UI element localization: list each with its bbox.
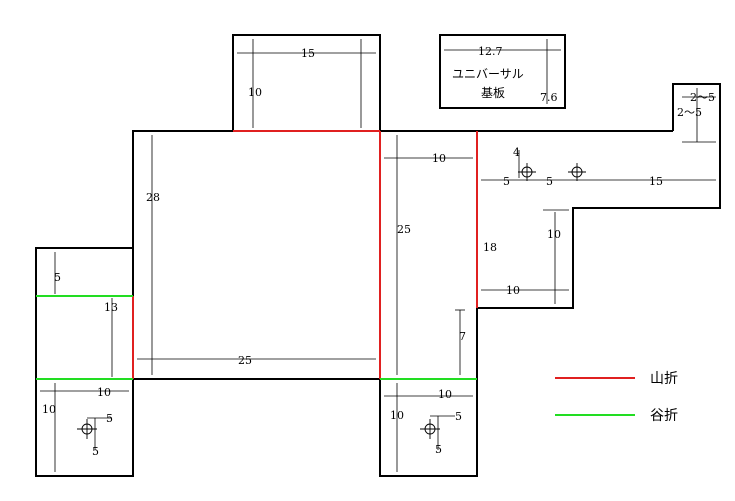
dim-right-bottom-height: 10 bbox=[390, 409, 404, 422]
dim-right-wing-step: 10 bbox=[547, 228, 561, 241]
dim-main-width: 25 bbox=[238, 354, 252, 367]
dim-right-bottom-width: 10 bbox=[438, 388, 452, 401]
dim-corner-b: 2〜5 bbox=[677, 106, 702, 119]
dim-right-wing-height: 18 bbox=[483, 241, 497, 254]
legend: 山折 谷折 bbox=[555, 371, 678, 424]
hole-icon bbox=[518, 163, 536, 181]
legend-mountain-label: 山折 bbox=[650, 371, 678, 387]
board-title-line1: ユニバーサル bbox=[452, 67, 524, 81]
dim-main-height: 28 bbox=[146, 191, 160, 204]
left-flap-outline bbox=[35, 247, 134, 477]
dim-right-wing-bottom: 10 bbox=[506, 284, 520, 297]
dim-right-hole-y: 5 bbox=[435, 443, 442, 456]
holes bbox=[77, 163, 586, 439]
dim-hole-gap-b: 5 bbox=[546, 175, 553, 188]
top-flap-outline bbox=[232, 34, 381, 131]
dim-left-hole-x: 5 bbox=[106, 412, 113, 425]
hole-icon bbox=[420, 419, 440, 439]
universal-board: 12.7 7.6 ユニバーサル 基板 bbox=[452, 45, 558, 104]
outline bbox=[35, 34, 721, 477]
mountain-folds bbox=[132, 130, 478, 379]
main-body-outline bbox=[132, 130, 380, 380]
dim-left-flap-mid: 13 bbox=[104, 301, 118, 314]
board-title-line2: 基板 bbox=[481, 86, 505, 100]
dimension-lines bbox=[40, 39, 716, 472]
dim-left-bottom-width: 10 bbox=[97, 386, 111, 399]
right-wing-outline bbox=[476, 83, 721, 379]
dim-corner-a: 2〜5 bbox=[690, 91, 715, 104]
dim-hole-row-top: 4 bbox=[513, 146, 520, 159]
dim-left-bottom-height: 10 bbox=[42, 403, 56, 416]
board-height-dim: 7.6 bbox=[540, 91, 558, 104]
dim-right-panel-lower: 7 bbox=[459, 330, 466, 343]
dim-left-flap-top: 5 bbox=[54, 271, 61, 284]
hole-icon bbox=[77, 419, 97, 439]
board-outline bbox=[439, 34, 566, 109]
dim-top-flap-height: 10 bbox=[248, 86, 262, 99]
dim-top-flap-width: 15 bbox=[301, 47, 315, 60]
dim-right-panel-top: 10 bbox=[432, 152, 446, 165]
dim-left-hole-y: 5 bbox=[92, 445, 99, 458]
hole-icon bbox=[568, 163, 586, 181]
dimension-labels: 15 10 28 25 25 10 18 10 10 4 5 5 15 2〜5 … bbox=[42, 47, 715, 458]
dim-hole-gap-a: 5 bbox=[503, 175, 510, 188]
dim-hole-row-rest: 15 bbox=[649, 175, 663, 188]
dim-right-hole-x: 5 bbox=[455, 410, 462, 423]
right-bottom-flap-outline bbox=[379, 379, 478, 477]
valley-folds bbox=[36, 295, 477, 380]
dim-right-panel-height: 25 bbox=[397, 223, 411, 236]
legend-valley-label: 谷折 bbox=[650, 408, 678, 424]
board-width-dim: 12.7 bbox=[478, 45, 503, 58]
